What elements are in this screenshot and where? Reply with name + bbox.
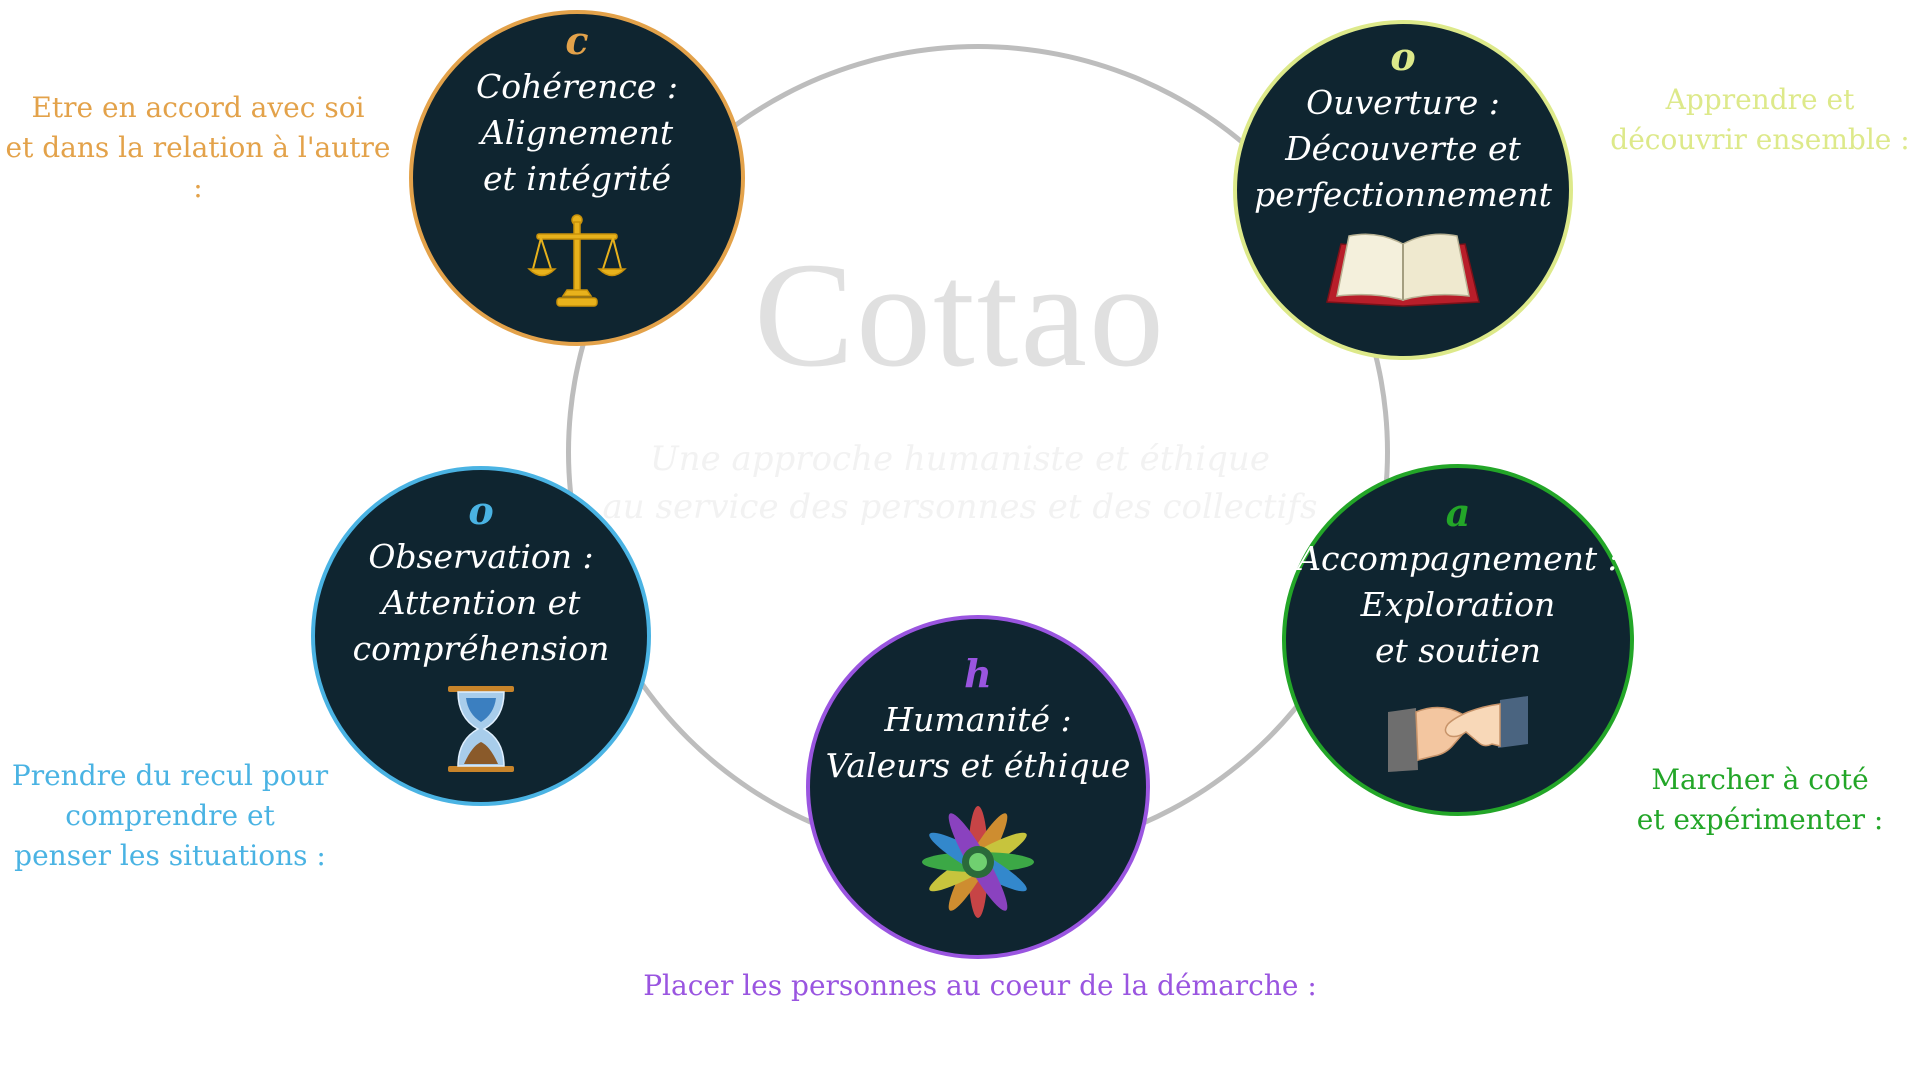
description-line: Marcher à coté bbox=[1651, 763, 1869, 796]
observation-description: Prendre du recul pour comprendre et pens… bbox=[10, 756, 330, 876]
description-line: penser les situations : bbox=[14, 839, 326, 872]
tagline-line: au service des personnes et des collecti… bbox=[602, 487, 1318, 527]
description-line: Apprendre et bbox=[1665, 83, 1855, 116]
tagline-line: Une approche humaniste et éthique bbox=[650, 439, 1270, 479]
hourglass-icon bbox=[446, 684, 516, 778]
node-title: Observation : bbox=[368, 537, 594, 576]
description-line: Prendre du recul pour bbox=[11, 759, 329, 792]
hands-circle-icon bbox=[913, 797, 1043, 931]
observation-node: o Observation : Attention et compréhensi… bbox=[311, 466, 651, 806]
node-title: Humanité : bbox=[884, 700, 1072, 739]
tagline: Une approche humaniste et éthique au ser… bbox=[0, 435, 1920, 531]
node-letter: c bbox=[565, 18, 589, 63]
accompagnement-description: Marcher à coté et expérimenter : bbox=[1610, 760, 1910, 840]
node-subtitle: et soutien bbox=[1375, 631, 1541, 670]
node-subtitle: compréhension bbox=[352, 629, 610, 668]
humanite-node: h Humanité : Valeurs et éthique bbox=[806, 615, 1150, 959]
handshake-icon bbox=[1388, 694, 1528, 778]
balance-scale-icon bbox=[527, 214, 627, 318]
node-letter: h bbox=[964, 651, 992, 696]
node-title: Ouverture : bbox=[1306, 83, 1500, 122]
node-subtitle: Découverte et bbox=[1285, 129, 1521, 168]
description-line: Etre en accord avec soi bbox=[31, 91, 365, 124]
node-subtitle: Alignement bbox=[480, 113, 674, 152]
node-subtitle: Valeurs et éthique bbox=[825, 746, 1131, 785]
description-line: et expérimenter : bbox=[1636, 803, 1884, 836]
description-line: découvrir ensemble : bbox=[1610, 123, 1910, 156]
node-subtitle: Attention et bbox=[381, 583, 581, 622]
description-line: Placer les personnes au coeur de la déma… bbox=[643, 969, 1317, 1002]
node-letter: a bbox=[1445, 490, 1471, 535]
cottao-logo: Cottao bbox=[754, 232, 1166, 398]
node-subtitle: et intégrité bbox=[482, 159, 672, 198]
node-subtitle: perfectionnement bbox=[1254, 175, 1552, 214]
coherence-node: c Cohérence : Alignement et intégrité bbox=[409, 10, 745, 346]
open-book-icon bbox=[1323, 230, 1483, 314]
coherence-description: Etre en accord avec soi et dans la relat… bbox=[0, 88, 396, 208]
node-letter: o bbox=[468, 488, 494, 533]
ouverture-node: o Ouverture : Découverte et perfectionne… bbox=[1233, 20, 1573, 360]
ouverture-description: Apprendre et découvrir ensemble : bbox=[1600, 80, 1920, 160]
accompagnement-node: a Accompagnement : Exploration et soutie… bbox=[1282, 464, 1634, 816]
node-letter: o bbox=[1390, 34, 1416, 79]
node-title: Accompagnement : bbox=[1297, 539, 1619, 578]
node-subtitle: Exploration bbox=[1360, 585, 1556, 624]
description-line: comprendre et bbox=[65, 799, 275, 832]
humanite-description: Placer les personnes au coeur de la déma… bbox=[640, 966, 1320, 1006]
description-line: et dans la relation à l'autre : bbox=[5, 131, 391, 204]
node-title: Cohérence : bbox=[475, 67, 679, 106]
